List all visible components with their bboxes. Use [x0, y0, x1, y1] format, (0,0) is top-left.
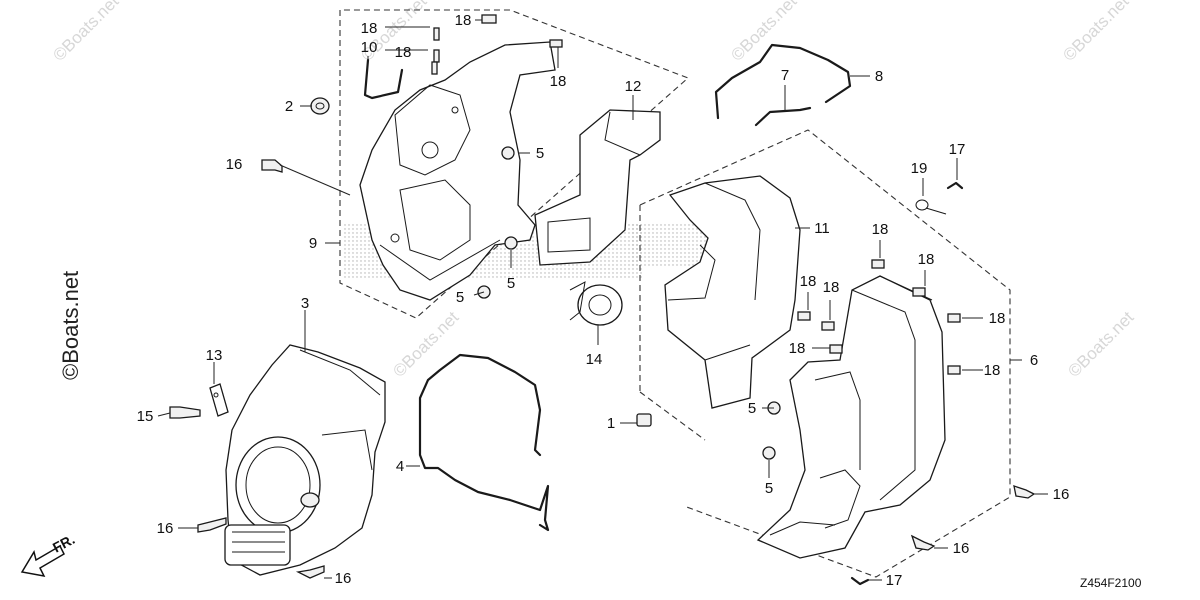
callout-18: 18: [989, 310, 1006, 327]
cover-part-9: [359, 41, 556, 301]
callout-18: 18: [918, 251, 935, 268]
callout-16: 16: [226, 156, 243, 173]
callout-5: 5: [507, 275, 515, 292]
callout-16: 16: [335, 570, 352, 587]
callout-16: 16: [157, 520, 174, 537]
front-direction-indicator: FR.: [20, 531, 77, 578]
leader-lines: [157, 19, 1048, 581]
callout-18: 18: [789, 340, 806, 357]
callout-13: 13: [206, 347, 223, 364]
callout-14: 14: [586, 351, 603, 368]
watermark: ©Boats.net: [1064, 308, 1137, 381]
clip-part-1: [636, 413, 652, 427]
grommet-part-2: [310, 97, 330, 115]
fasteners: [169, 146, 1036, 579]
wire-part-10: [363, 58, 404, 100]
clip-part-17: [946, 181, 964, 190]
front-arrow-icon: [20, 544, 65, 578]
callout-18: 18: [361, 20, 378, 37]
bolt: [197, 517, 227, 533]
callout-16: 16: [953, 540, 970, 557]
callout-18: 18: [395, 44, 412, 61]
callout-18: 18: [872, 221, 889, 238]
fan-cover-part-3: [224, 344, 386, 576]
callout-18: 18: [800, 273, 817, 290]
duct-part-11: [664, 175, 801, 409]
callout-18: 18: [550, 73, 567, 90]
callout-4: 4: [396, 458, 404, 475]
bolt: [504, 236, 518, 250]
bolt: [261, 159, 283, 173]
callout-18: 18: [455, 12, 472, 29]
callout-3: 3: [301, 295, 309, 312]
bolt: [910, 534, 936, 551]
bracket-part-13: [209, 383, 229, 417]
watermark: ©Boats.net: [389, 308, 462, 381]
bolt: [501, 146, 515, 160]
baffle-part-12: [534, 109, 661, 266]
bolt: [1013, 485, 1036, 499]
outline-segment: [639, 391, 706, 441]
watermark-large: ©Boats.net: [58, 271, 83, 380]
callout-6: 6: [1030, 352, 1038, 369]
watermark: ©Boats.net: [49, 0, 122, 65]
bolt: [295, 565, 325, 579]
right-housing-outline: [639, 129, 1011, 578]
callout-5: 5: [536, 145, 544, 162]
grommet-part-14: [569, 281, 623, 326]
callout-11: 11: [814, 220, 830, 237]
callout-18: 18: [984, 362, 1001, 379]
clips-part-18: [431, 14, 961, 375]
seal-part-4: [418, 353, 550, 532]
spring-part-19: [915, 199, 947, 215]
callout-2: 2: [285, 98, 293, 115]
callout-10: 10: [361, 39, 378, 56]
drawing-code: Z454F2100: [1080, 576, 1142, 590]
callout-16: 16: [1053, 486, 1070, 503]
callouts: 18 10 18 18 18 2 16 9 5 5 5 12 7 8 11 19…: [137, 12, 1070, 589]
wire-part-8: [714, 43, 852, 120]
callout-17: 17: [886, 572, 903, 589]
callout-9: 9: [309, 235, 317, 252]
clip-part-17: [850, 576, 870, 586]
callout-15: 15: [137, 408, 154, 425]
bolt: [169, 406, 201, 419]
bolt: [762, 446, 776, 460]
housing-part-6: [756, 275, 946, 559]
watermark: ©Boats.net: [1059, 0, 1132, 65]
callout-5: 5: [456, 289, 464, 306]
callout-12: 12: [625, 78, 642, 95]
callout-5: 5: [748, 400, 756, 417]
callout-8: 8: [875, 68, 883, 85]
callout-17: 17: [949, 141, 966, 158]
callout-1: 1: [607, 415, 615, 432]
callout-5: 5: [765, 480, 773, 497]
wire-part-7: [754, 106, 812, 127]
callout-18: 18: [823, 279, 840, 296]
callout-19: 19: [911, 160, 928, 177]
callout-7: 7: [781, 67, 789, 84]
